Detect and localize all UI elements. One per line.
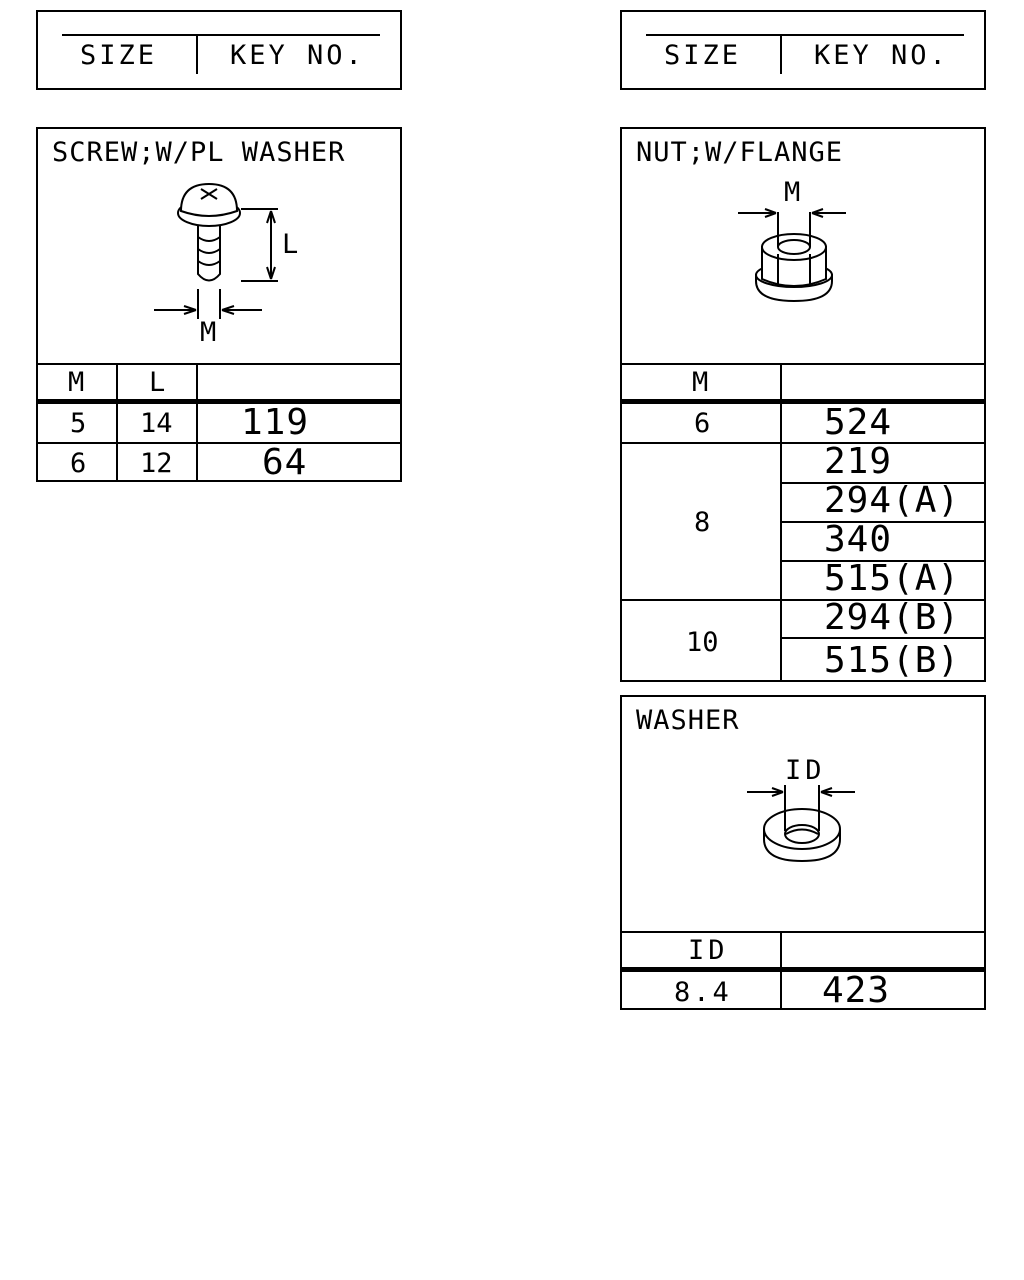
washer-drawing (747, 785, 855, 863)
nut-group-m: 10 (686, 627, 719, 658)
nut-panel: NUT;W/FLANGE M M 6 524 8 219 294(A) 340 … (620, 127, 986, 682)
nut-group-divider (622, 442, 984, 444)
nut-drawing (738, 208, 846, 303)
screw-dim-m: M (200, 317, 217, 348)
screw-row-l: 12 (140, 448, 173, 479)
nut-key: 294(A) (824, 480, 961, 521)
screw-row-l: 14 (140, 408, 173, 439)
nut-key: 219 (824, 441, 893, 482)
screw-row-key: 119 (241, 402, 310, 443)
size-key-header-right: SIZE KEY NO. (620, 10, 986, 90)
nut-key: 515(A) (824, 558, 961, 599)
screw-title: SCREW;W/PL WASHER (52, 137, 346, 168)
nut-title: NUT;W/FLANGE (636, 137, 844, 168)
nut-key-divider (780, 482, 984, 484)
washer-title: WASHER (636, 705, 740, 736)
nut-table-top (622, 363, 984, 365)
washer-dim-id: ID (785, 755, 826, 786)
nut-group-m: 6 (694, 408, 711, 439)
nut-key-divider (780, 637, 984, 639)
size-label: SIZE (80, 40, 158, 71)
header-divider (780, 34, 782, 74)
screw-col-divider-2 (196, 363, 198, 480)
nut-dim-m: M (784, 177, 801, 208)
screw-table-row-divider (38, 442, 400, 444)
washer-row-id: 8.4 (674, 977, 732, 1008)
screw-dim-l: L (282, 229, 299, 260)
screw-row-m: 6 (70, 448, 87, 479)
key-no-label: KEY NO. (230, 40, 365, 71)
nut-key-divider (780, 521, 984, 523)
nut-key: 515(B) (824, 640, 961, 681)
washer-col-divider (780, 931, 782, 1008)
nut-table-header-rule (622, 399, 984, 404)
nut-key-divider (780, 560, 984, 562)
key-no-label: KEY NO. (814, 40, 949, 71)
header-rule (646, 34, 964, 36)
nut-group-m: 8 (694, 507, 711, 538)
nut-key: 524 (824, 402, 893, 443)
screw-table-header-rule (38, 399, 400, 404)
screw-table-top (38, 363, 400, 365)
screw-col-divider-1 (116, 363, 118, 480)
washer-row-key: 423 (822, 970, 891, 1011)
screw-col-m: M (68, 367, 85, 398)
washer-table-header-rule (622, 967, 984, 972)
nut-key: 294(B) (824, 597, 961, 638)
screw-row-key: 64 (262, 442, 308, 483)
header-divider (196, 34, 198, 74)
screw-drawing (154, 182, 278, 319)
screw-col-l: L (149, 367, 166, 398)
header-rule (62, 34, 380, 36)
screw-row-m: 5 (70, 408, 87, 439)
nut-group-divider (622, 599, 984, 601)
size-label: SIZE (664, 40, 742, 71)
nut-key: 340 (824, 519, 893, 560)
washer-panel: WASHER ID ID 8.4 423 (620, 695, 986, 1010)
washer-col-id: ID (688, 935, 729, 966)
nut-col-m: M (692, 367, 709, 398)
screw-panel: SCREW;W/PL WASHER L M M L 5 14 119 6 12 … (36, 127, 402, 482)
size-key-header-left: SIZE KEY NO. (36, 10, 402, 90)
washer-table-top (622, 931, 984, 933)
